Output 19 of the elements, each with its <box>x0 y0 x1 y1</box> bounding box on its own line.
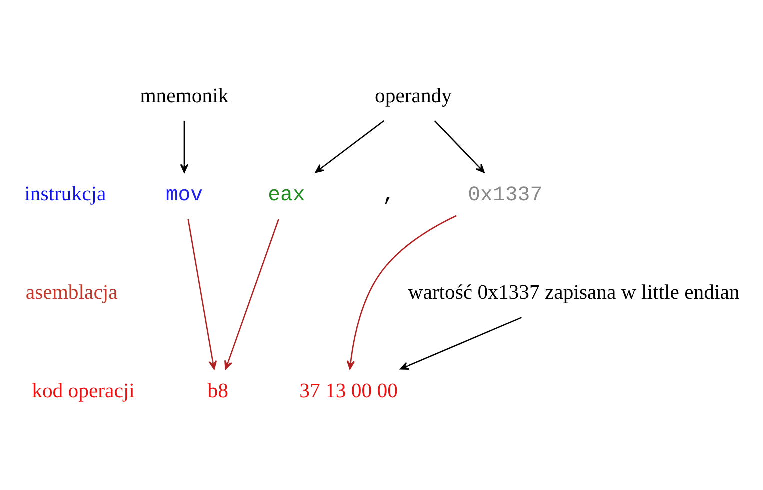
label: asemblacja <box>26 282 118 304</box>
node-text: mov <box>166 184 204 208</box>
node-text: b8 <box>208 380 228 402</box>
node-text: eax <box>268 184 306 208</box>
label: , <box>382 184 396 208</box>
arrow <box>224 219 280 370</box>
arrow <box>346 215 457 370</box>
node-text: operandy <box>375 85 452 108</box>
arrow <box>180 120 189 174</box>
arrow <box>315 120 384 174</box>
arrow <box>400 317 522 370</box>
label: kod operacji <box>32 380 135 402</box>
arrow <box>188 219 218 370</box>
arrow <box>434 120 485 174</box>
node-text: 0x1337 <box>468 184 543 208</box>
node-text: 37 13 00 00 <box>300 380 398 402</box>
node-text: mnemonik <box>140 85 229 108</box>
label: instrukcja <box>24 184 106 206</box>
node-text: wartość 0x1337 zapisana w little endian <box>408 282 740 304</box>
